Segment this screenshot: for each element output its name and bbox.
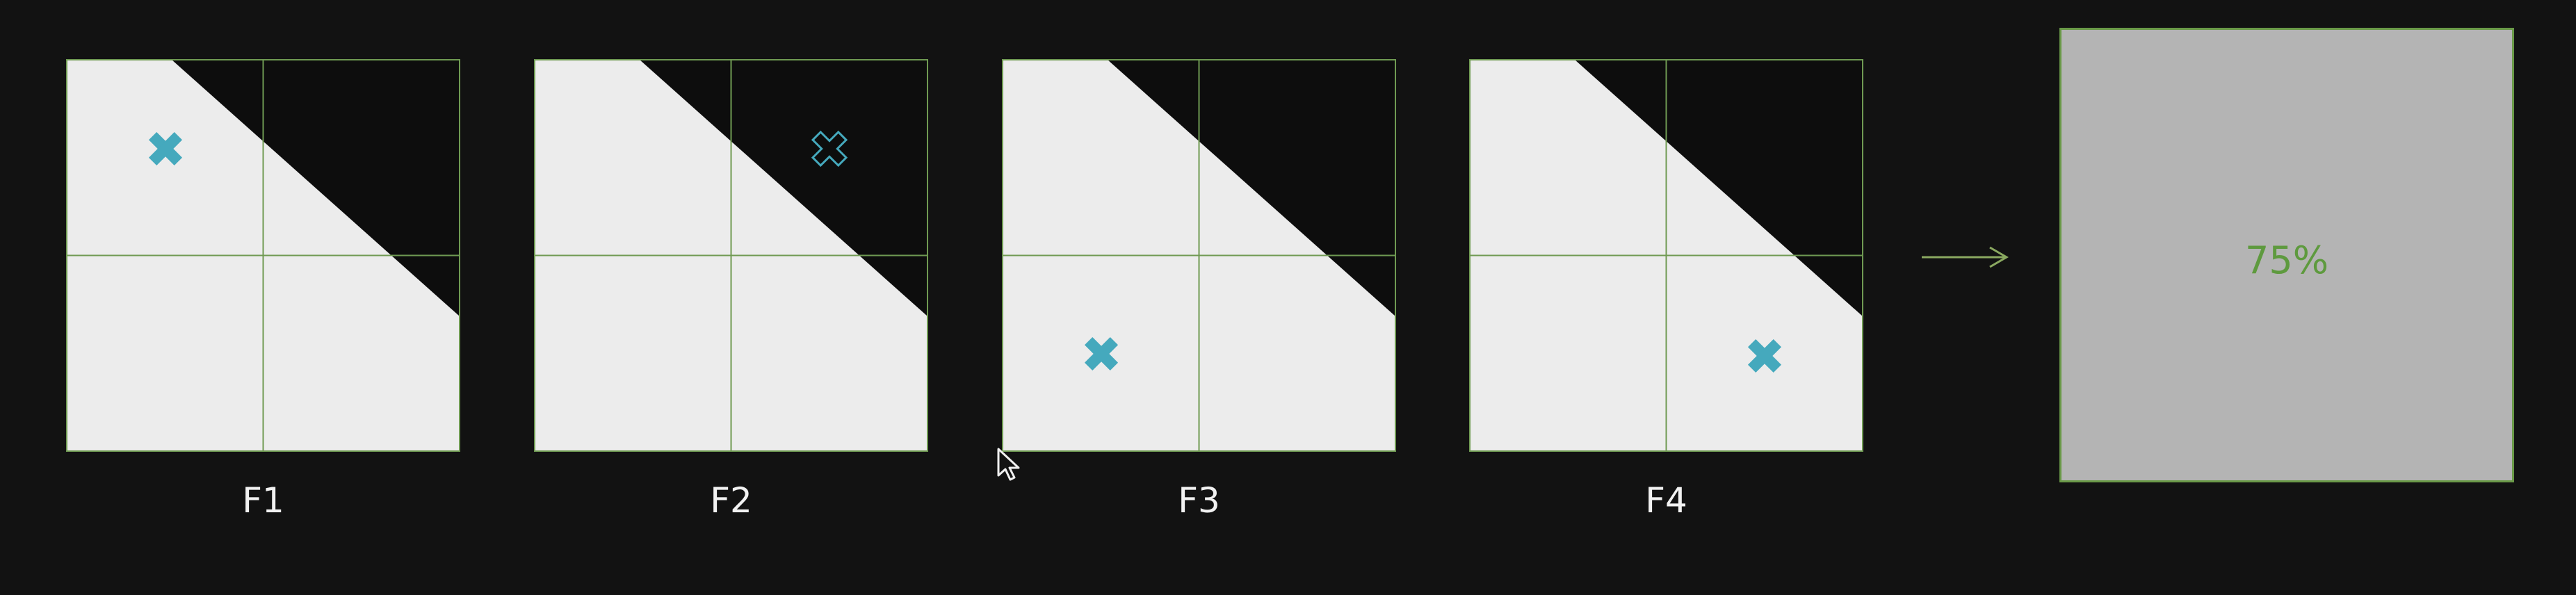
dark-triangle bbox=[1575, 60, 1863, 316]
tile-border bbox=[66, 59, 460, 452]
frame-f1-tile bbox=[66, 59, 460, 452]
coverage-percentage: 75% bbox=[2244, 238, 2329, 282]
frame-f3 bbox=[1002, 59, 1396, 452]
frame-label-f4: F4 bbox=[1645, 480, 1687, 521]
tile-border bbox=[534, 59, 928, 452]
x-marker-outline-icon bbox=[811, 130, 848, 168]
frame-f4-tile bbox=[1469, 59, 1863, 452]
tile-border bbox=[1469, 59, 1863, 452]
mouse-pointer-icon bbox=[997, 448, 1022, 485]
tile-border bbox=[1002, 59, 1396, 452]
x-marker-icon bbox=[1747, 339, 1782, 373]
frame-f1 bbox=[66, 59, 460, 452]
right-arrow-icon bbox=[1920, 243, 2011, 274]
x-marker-icon bbox=[1084, 336, 1119, 371]
frame-label-f1: F1 bbox=[242, 480, 284, 521]
dark-triangle bbox=[1108, 60, 1395, 316]
frame-label-f3: F3 bbox=[1178, 480, 1220, 521]
x-marker-icon bbox=[148, 131, 183, 166]
frame-f2 bbox=[534, 59, 928, 452]
frame-f4 bbox=[1469, 59, 1863, 452]
dark-triangle bbox=[640, 60, 927, 316]
result-tile: 75% bbox=[2059, 28, 2514, 482]
dark-triangle bbox=[172, 60, 460, 316]
frame-label-f2: F2 bbox=[710, 480, 752, 521]
frame-f2-tile bbox=[534, 59, 928, 452]
frame-f3-tile bbox=[1002, 59, 1396, 452]
